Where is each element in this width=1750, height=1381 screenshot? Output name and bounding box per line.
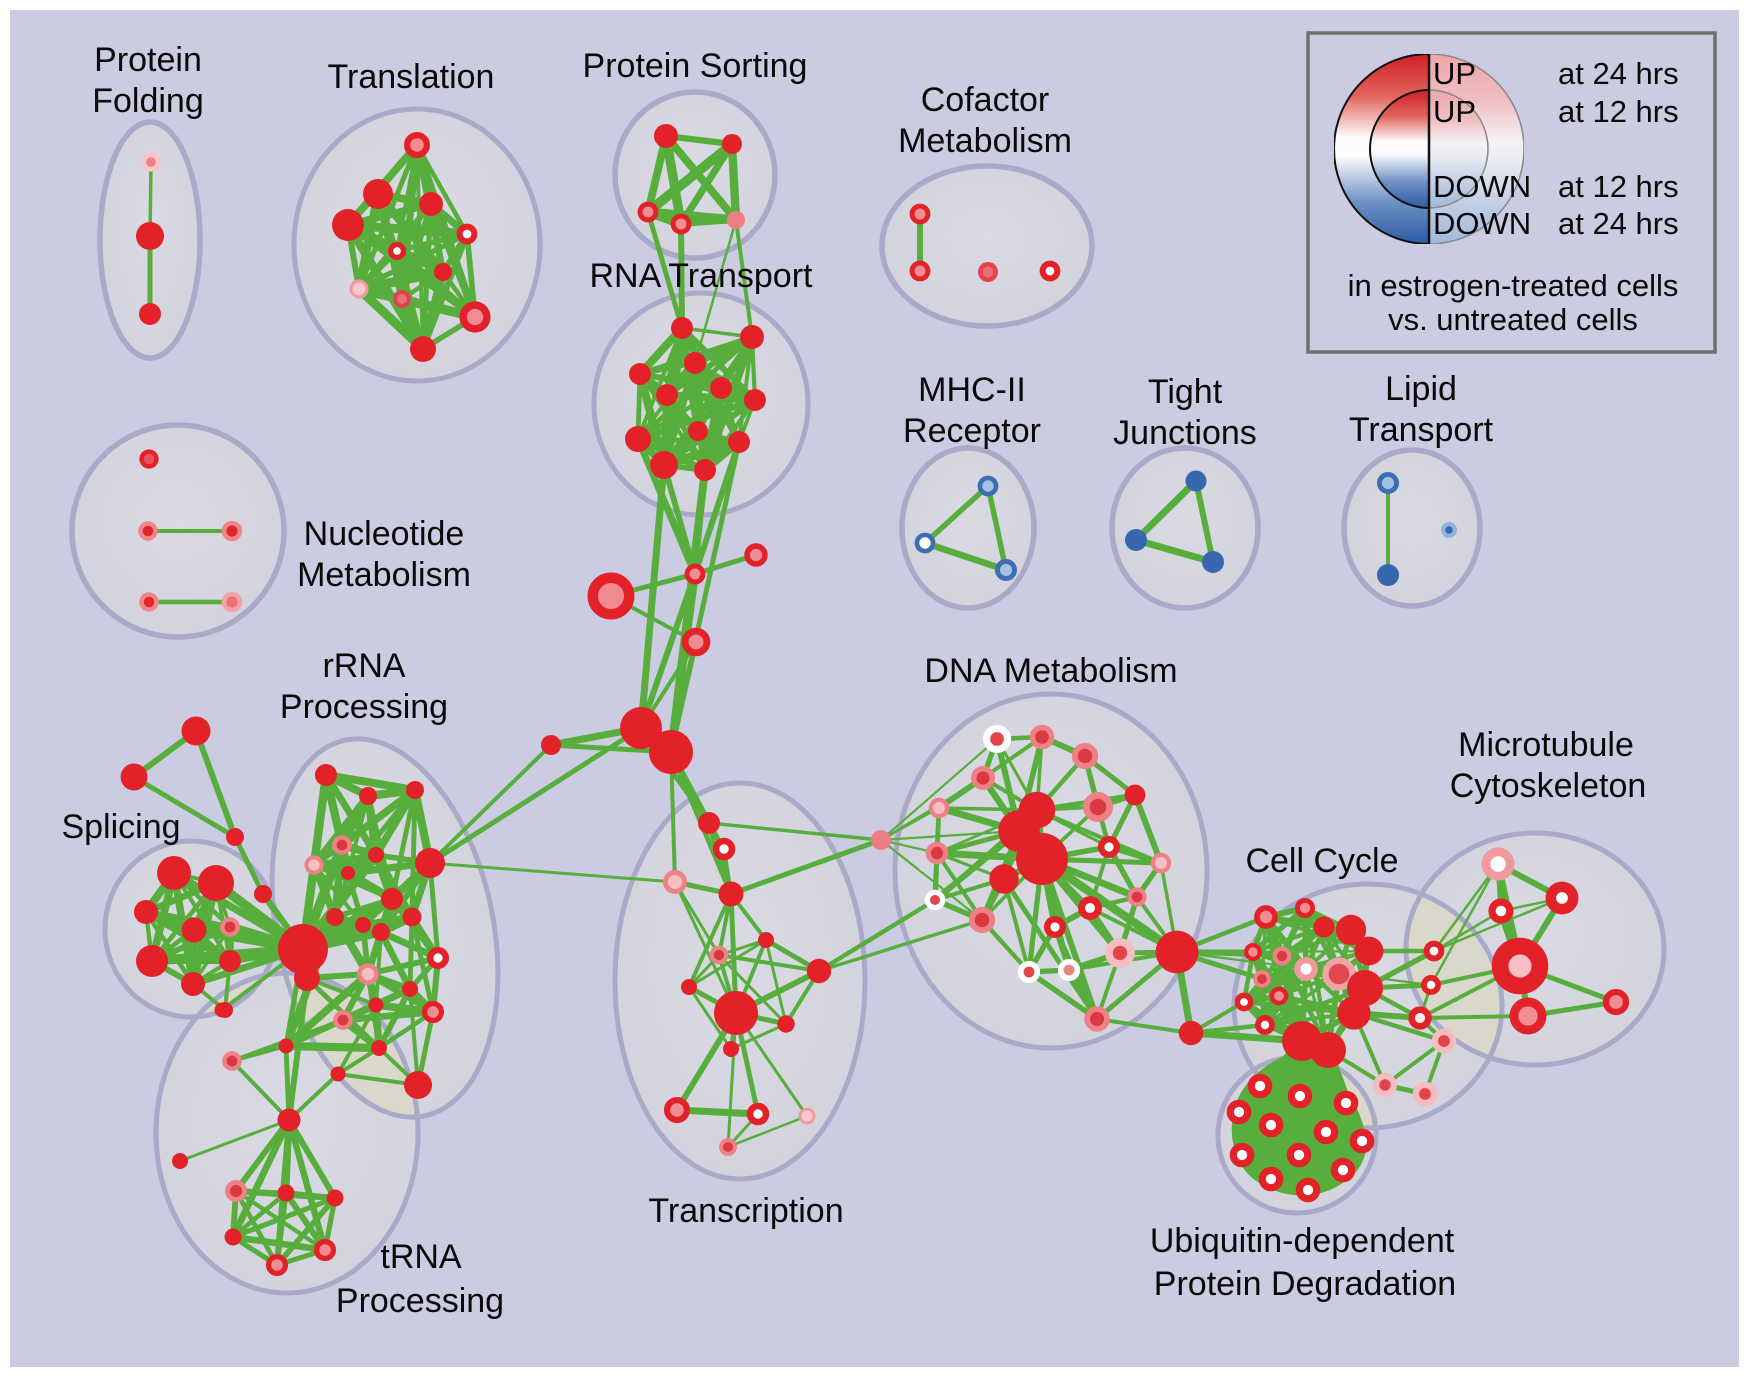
svg-text:Cytoskeleton: Cytoskeleton [1450,767,1647,805]
svg-text:Protein Sorting: Protein Sorting [583,47,808,85]
svg-text:DOWN: DOWN [1433,206,1531,241]
svg-text:Receptor: Receptor [903,412,1041,450]
svg-text:Microtubule: Microtubule [1458,726,1634,764]
svg-text:UP: UP [1433,56,1476,91]
svg-text:rRNA: rRNA [322,647,405,685]
svg-text:at 12 hrs: at 12 hrs [1558,94,1679,129]
svg-text:Tight: Tight [1148,373,1223,411]
svg-text:tRNA: tRNA [380,1238,462,1276]
svg-text:Processing: Processing [336,1282,504,1320]
svg-text:DNA Metabolism: DNA Metabolism [924,652,1177,690]
svg-text:Metabolism: Metabolism [898,122,1072,160]
svg-text:Processing: Processing [280,688,448,726]
svg-text:Folding: Folding [92,82,204,120]
svg-text:Transport: Transport [1349,411,1494,449]
svg-text:DOWN: DOWN [1433,169,1531,204]
svg-text:vs. untreated cells: vs. untreated cells [1388,302,1638,337]
svg-text:in estrogen-treated cells: in estrogen-treated cells [1348,268,1679,303]
svg-text:Metabolism: Metabolism [297,556,471,594]
svg-text:UP: UP [1433,94,1476,129]
svg-text:Nucleotide: Nucleotide [304,515,465,553]
svg-text:Transcription: Transcription [648,1192,843,1230]
svg-text:Lipid: Lipid [1385,370,1457,408]
svg-text:Ubiquitin-dependent: Ubiquitin-dependent [1150,1222,1455,1260]
svg-text:RNA Transport: RNA Transport [590,257,814,295]
svg-text:Cofactor: Cofactor [921,81,1050,119]
svg-text:Splicing: Splicing [61,808,180,846]
svg-text:at 24 hrs: at 24 hrs [1558,56,1679,91]
svg-text:MHC-II: MHC-II [918,371,1026,409]
svg-text:at 24 hrs: at 24 hrs [1558,206,1679,241]
svg-text:Translation: Translation [328,58,495,96]
svg-text:Protein: Protein [94,41,202,79]
svg-text:Protein Degradation: Protein Degradation [1154,1265,1456,1303]
svg-text:Junctions: Junctions [1113,414,1257,452]
svg-text:at 12 hrs: at 12 hrs [1558,169,1679,204]
svg-text:Cell Cycle: Cell Cycle [1245,842,1398,880]
